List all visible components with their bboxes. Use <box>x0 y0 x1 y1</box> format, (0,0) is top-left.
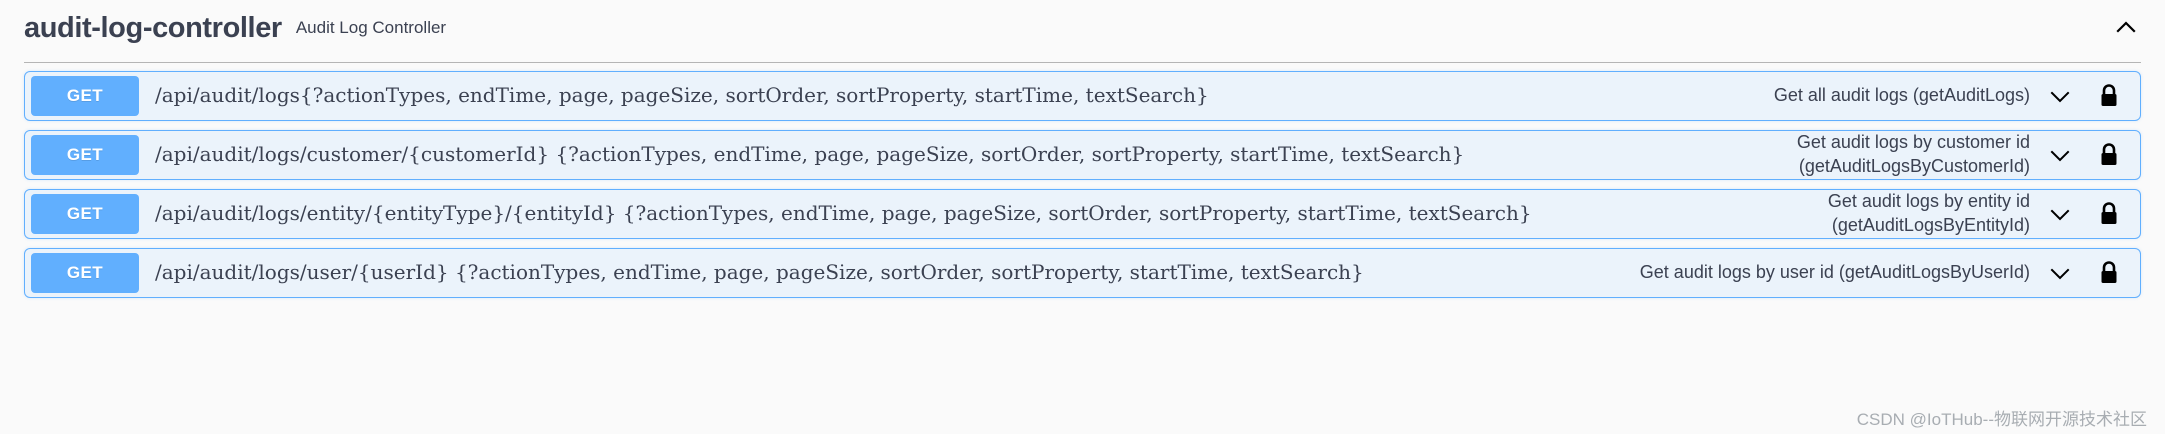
operation-row[interactable]: GET /api/audit/logs{?actionTypes, endTim… <box>24 71 2141 121</box>
operation-path: /api/audit/logs/customer/{customerId} {?… <box>155 142 1465 167</box>
operation-summary-line1: Get audit logs by user id (getAuditLogsB… <box>1639 262 2030 283</box>
operation-summary: Get audit logs by customer id (getAuditL… <box>1783 131 2034 179</box>
row-spacer <box>1209 72 1760 120</box>
chevron-down-icon[interactable] <box>2034 131 2086 179</box>
operation-row[interactable]: GET /api/audit/logs/user/{userId} {?acti… <box>24 248 2141 298</box>
watermark: CSDN @IoTHub--物联网开源技术社区 <box>1856 410 2147 429</box>
operation-summary-line1: Get audit logs by customer id <box>1796 132 2030 153</box>
api-tag-section: audit-log-controller Audit Log Controlle… <box>0 0 2165 298</box>
operation-summary-line1: Get audit logs by entity id <box>1827 191 2030 212</box>
row-spacer <box>1364 249 1626 297</box>
operation-row[interactable]: GET /api/audit/logs/customer/{customerId… <box>24 130 2141 180</box>
http-method-badge: GET <box>31 135 139 175</box>
page-title: audit-log-controller <box>24 11 282 44</box>
chevron-down-icon[interactable] <box>2034 72 2086 120</box>
http-method-badge: GET <box>31 253 139 293</box>
operation-summary-line2: (getAuditLogsByEntityId) <box>1831 215 2030 235</box>
lock-icon[interactable] <box>2086 249 2140 297</box>
lock-icon[interactable] <box>2086 72 2140 120</box>
chevron-up-icon[interactable] <box>2109 11 2143 45</box>
operation-summary: Get audit logs by user id (getAuditLogsB… <box>1626 249 2034 297</box>
operation-row[interactable]: GET /api/audit/logs/entity/{entityType}/… <box>24 189 2141 239</box>
tag-header[interactable]: audit-log-controller Audit Log Controlle… <box>0 0 2165 56</box>
lock-icon[interactable] <box>2086 131 2140 179</box>
operation-path: /api/audit/logs/user/{userId} {?actionTy… <box>155 260 1364 285</box>
row-spacer <box>1464 131 1783 179</box>
header-divider <box>24 62 2141 63</box>
operation-list: GET /api/audit/logs{?actionTypes, endTim… <box>0 63 2165 298</box>
chevron-down-icon[interactable] <box>2034 190 2086 238</box>
chevron-down-icon[interactable] <box>2034 249 2086 297</box>
lock-icon[interactable] <box>2086 190 2140 238</box>
operation-summary: Get audit logs by entity id (getAuditLog… <box>1814 190 2034 238</box>
operation-summary-line2: (getAuditLogsByCustomerId) <box>1798 156 2030 176</box>
operation-path: /api/audit/logs{?actionTypes, endTime, p… <box>155 83 1209 108</box>
tag-subtitle: Audit Log Controller <box>295 18 447 37</box>
http-method-badge: GET <box>31 76 139 116</box>
operation-summary-line1: Get all audit logs (getAuditLogs) <box>1773 85 2030 106</box>
operation-path: /api/audit/logs/entity/{entityType}/{ent… <box>155 201 1532 226</box>
operation-summary: Get all audit logs (getAuditLogs) <box>1760 72 2034 120</box>
http-method-badge: GET <box>31 194 139 234</box>
row-spacer <box>1532 190 1814 238</box>
